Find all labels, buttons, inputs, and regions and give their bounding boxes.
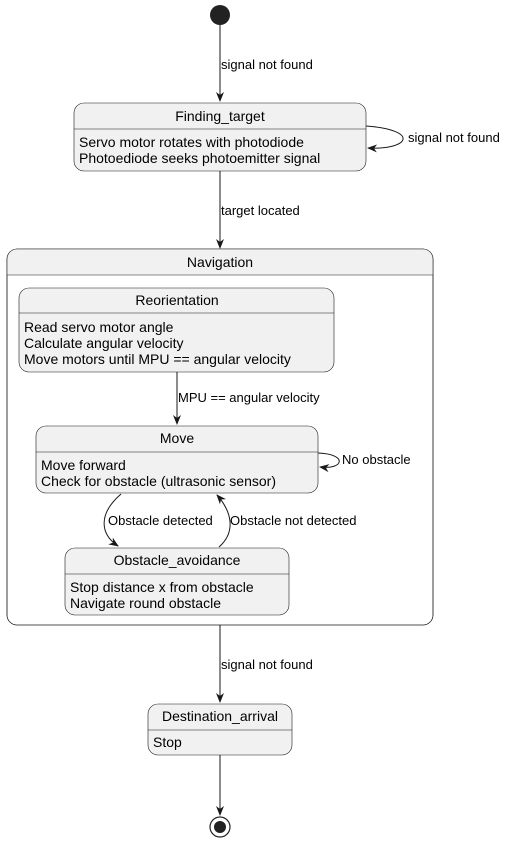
state-reorientation: Reorientation Read servo motor angle Cal… <box>18 287 335 373</box>
final-state <box>209 816 231 838</box>
edge-label-obstacle-to-move: Obstacle not detected <box>230 513 356 528</box>
state-destination-arrival: Destination_arrival Stop <box>147 703 293 756</box>
state-line: Move forward <box>41 457 126 473</box>
edge-move-self-loop <box>317 452 340 473</box>
state-line: Servo motor rotates with photodiode <box>79 134 304 150</box>
state-line: Calculate angular velocity <box>24 335 184 351</box>
state-title: Destination_arrival <box>162 708 278 724</box>
state-title: Navigation <box>187 254 253 270</box>
state-title: Obstacle_avoidance <box>114 552 241 568</box>
initial-state <box>210 5 230 25</box>
edge-label-reorientation-to-move: MPU == angular velocity <box>178 390 320 405</box>
state-line: Navigate round obstacle <box>70 595 221 611</box>
state-line: Stop distance x from obstacle <box>70 579 254 595</box>
state-line: Move motors until MPU == angular velocit… <box>24 351 291 367</box>
state-move: Move Move forward Check for obstacle (ul… <box>35 425 319 494</box>
state-title: Move <box>160 430 194 446</box>
edge-label-move-to-obstacle: Obstacle detected <box>108 513 213 528</box>
state-title: Reorientation <box>135 292 218 308</box>
edge-label-navigation-to-destination: signal not found <box>221 657 313 672</box>
edge-label-move-self: No obstacle <box>342 452 411 467</box>
state-line: Read servo motor angle <box>24 319 174 335</box>
state-obstacle-avoidance: Obstacle_avoidance Stop distance x from … <box>64 547 290 616</box>
state-finding-target: Finding_target Servo motor rotates with … <box>73 102 367 172</box>
state-line: Photoediode seeks photoemitter signal <box>79 150 320 166</box>
edge-move-to-obstacle <box>103 493 122 547</box>
state-line: Check for obstacle (ultrasonic sensor) <box>41 473 276 489</box>
edge-finding-self-loop <box>365 125 404 153</box>
edge-label-finding-self: signal not found <box>408 130 500 145</box>
state-title: Finding_target <box>175 108 265 124</box>
state-line: Stop <box>153 734 182 750</box>
edge-obstacle-to-move <box>216 494 231 548</box>
edge-label-finding-to-navigation: target located <box>221 203 300 218</box>
edge-label-start-to-finding: signal not found <box>221 57 313 72</box>
